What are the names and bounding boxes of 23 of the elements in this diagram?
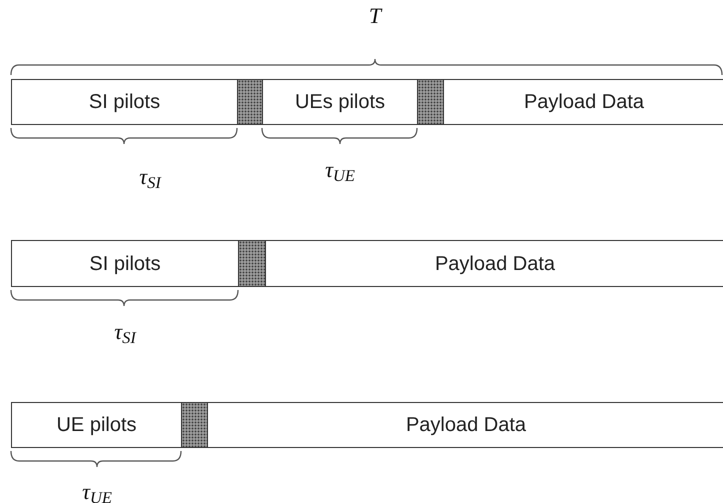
guard-interval-block	[237, 79, 263, 125]
duration-symbol: τ$_{UE}$	[82, 481, 112, 503]
segment-label: SI pilots	[88, 90, 160, 115]
frame-segment	[265, 240, 723, 287]
segment-label: Payload Data	[434, 252, 556, 276]
guard-interval-block	[417, 79, 444, 125]
frame-segment	[262, 79, 418, 125]
segment-label: SI pilots	[89, 252, 161, 276]
duration-symbol: τ$_{SI}$	[114, 321, 136, 343]
frame-segment	[11, 240, 239, 287]
duration-symbol: τ$_{UE}$	[325, 159, 355, 181]
frame-segment	[207, 402, 723, 448]
segment-label: UE pilots	[56, 413, 137, 438]
segment-label: Payload Data	[524, 90, 644, 115]
segment-label: UEs pilots	[294, 90, 386, 115]
frame-segment	[11, 402, 182, 448]
frame-segment	[11, 79, 238, 125]
guard-interval-block	[238, 240, 266, 287]
duration-symbol: T	[368, 5, 382, 27]
segment-label: Payload Data	[406, 413, 526, 438]
guard-interval-block	[181, 402, 208, 448]
frame-segment	[443, 79, 723, 125]
duration-symbol: τ$_{SI}$	[139, 166, 161, 188]
